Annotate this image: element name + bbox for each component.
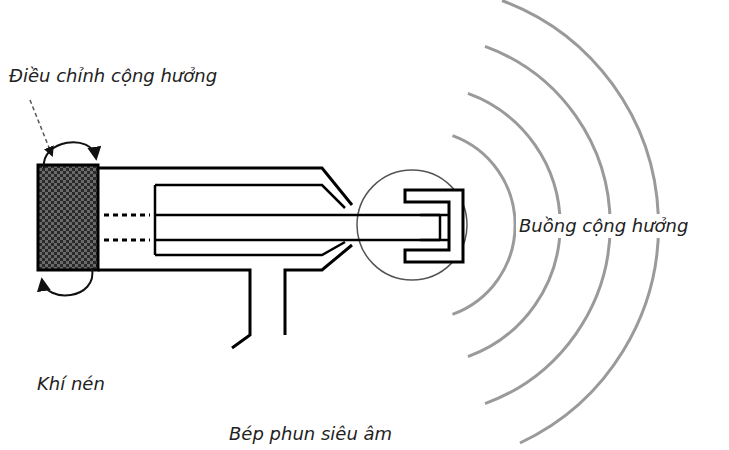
figure-caption: Bép phun siêu âm [226,422,395,446]
resonator-cup [405,190,463,262]
rotation-arrow [42,268,92,295]
inner-sleeve [155,185,345,255]
pointer-line [30,100,52,155]
adjust-knob [38,165,98,270]
part-label: Khí nén [34,372,108,396]
resonance-zone [357,170,467,280]
central-rod [155,215,440,240]
rod-dashes [104,215,150,240]
rod-tip [420,215,449,240]
nozzle-body [98,168,352,348]
part-label: Buồng cộng hưởng [516,214,691,238]
part-label: Điều chỉnh cộng hưởng [6,64,220,88]
